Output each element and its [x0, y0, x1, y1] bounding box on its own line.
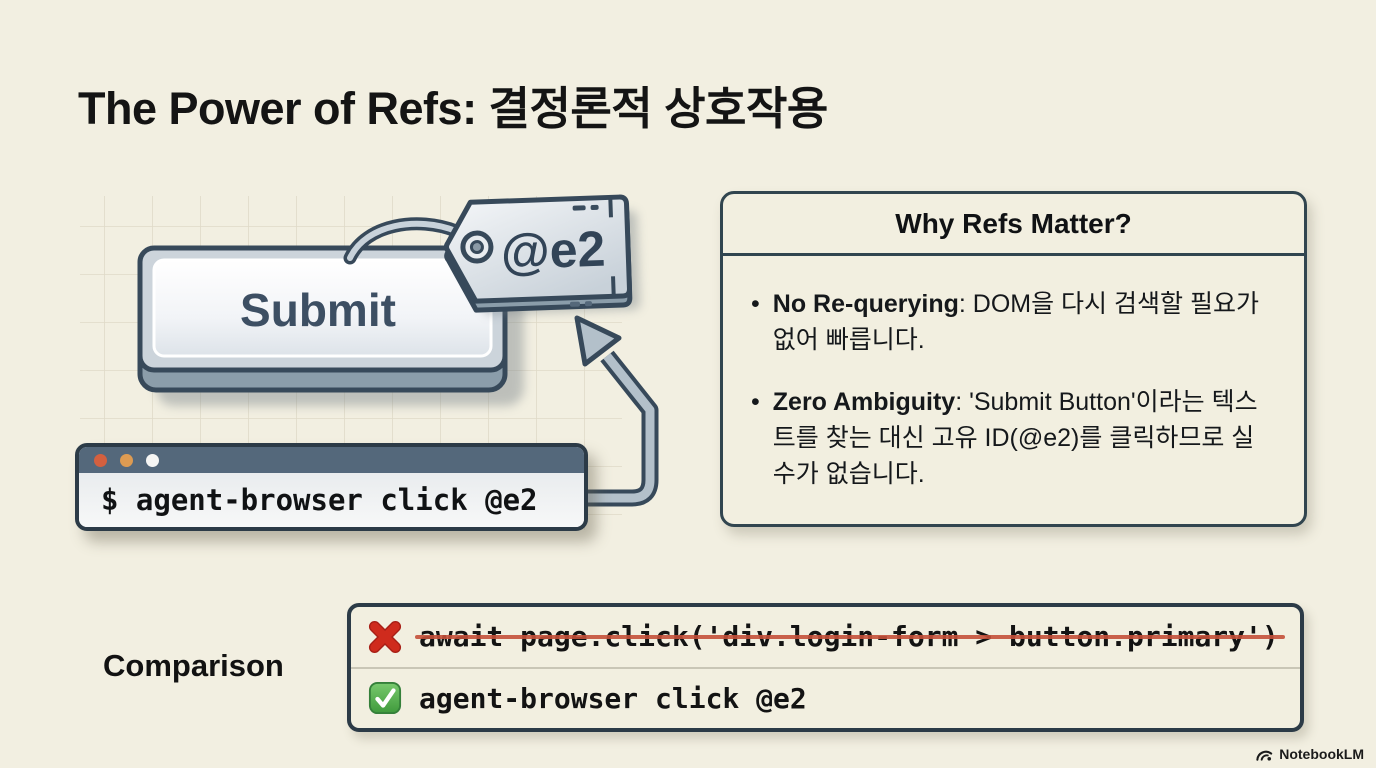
tag-cord: [343, 217, 481, 265]
notebooklm-icon: [1256, 750, 1273, 761]
terminal-command: $ agent-browser click @e2: [79, 473, 584, 527]
bullet-text: : 'Submit Button'이라는 텍스트를 찾는 대신 고유 ID(@e…: [772, 387, 1258, 489]
green-check-icon: [368, 681, 402, 715]
window-dot-orange: [120, 453, 133, 467]
page-title: The Power of Refs: 결정론적 상호작용: [78, 83, 828, 134]
notebooklm-label: NotebookLM: [1279, 746, 1364, 762]
bullet-no-requerying: • No Re-querying: DOM을 다시 검색할 필요가 없어 빠릅니…: [751, 286, 1274, 359]
tag-dash-decoration: [572, 205, 586, 211]
terminal-window: $ agent-browser click @e2: [75, 443, 588, 531]
bullet-dot-icon: •: [751, 290, 760, 318]
good-command-code: agent-browser click @e2: [419, 681, 807, 715]
comparison-box: await page.click('div.login-form > butto…: [347, 603, 1304, 732]
window-dot-white: [146, 453, 159, 467]
why-refs-panel-body: • No Re-querying: DOM을 다시 검색할 필요가 없어 빠릅니…: [723, 256, 1304, 492]
terminal-titlebar: [79, 447, 584, 473]
submit-button-label: Submit: [240, 284, 396, 336]
bullet-term: No Re-querying: [772, 290, 959, 318]
bad-selector-code: await page.click('div.login-form > butto…: [419, 620, 1279, 654]
comparison-label: Comparison: [103, 648, 284, 683]
comparison-row-good: agent-browser click @e2: [351, 666, 1300, 729]
bullet-dot-icon: •: [751, 387, 760, 416]
why-refs-panel-title: Why Refs Matter?: [723, 194, 1304, 256]
ref-tag-label: @e2: [500, 221, 606, 281]
bullet-zero-ambiguity: • Zero Ambiguity: 'Submit Button'이라는 텍스트…: [751, 384, 1274, 493]
notebooklm-logo: NotebookLM: [1255, 746, 1364, 762]
red-cross-icon: [368, 620, 402, 654]
ref-tag: @e2: [443, 194, 640, 315]
comparison-row-bad: await page.click('div.login-form > butto…: [351, 607, 1300, 667]
window-dot-red: [94, 453, 107, 467]
arrowhead-icon: [574, 315, 622, 367]
arrow: [574, 315, 659, 507]
bullet-text: : DOM을 다시 검색할 필요가 없어 빠릅니다.: [772, 290, 1259, 355]
why-refs-panel: Why Refs Matter? • No Re-querying: DOM을 …: [720, 191, 1307, 527]
refs-diagram-illustration: Submit @e2: [80, 194, 659, 530]
bullet-term: Zero Ambiguity: [772, 387, 956, 416]
